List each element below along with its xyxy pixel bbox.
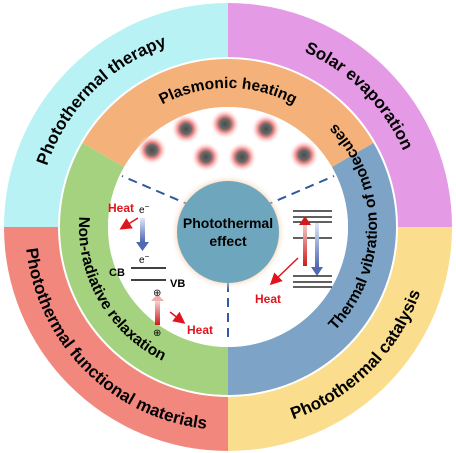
middle-segment-non-radiative-relaxation (59, 143, 228, 395)
outer-segment-photothermal-therapy (4, 3, 228, 227)
heat-arrow-bottom (169, 311, 186, 324)
hole-bottom: ⊕ (153, 328, 161, 339)
outer-segment-solar-evaporation (228, 3, 452, 227)
outer-ring (4, 3, 452, 451)
center-circle (177, 181, 279, 283)
relaxation-arrow (315, 223, 319, 267)
cb-label: CB (109, 267, 125, 279)
vibration-arrows: Heat (255, 216, 323, 306)
outer-segment-photothermal-catalysis (228, 227, 452, 451)
middle-ring (59, 59, 396, 395)
electron-cb: e− (139, 252, 150, 266)
nanoparticle (137, 135, 167, 165)
excitation-arrow (303, 222, 307, 266)
center-label-line1: Photothermal (183, 215, 273, 231)
electron-down-arrow (140, 218, 145, 242)
thermal-vibration-mechanism (293, 210, 332, 288)
middle-segment-plasmonic-heating (82, 59, 374, 167)
vb-label: VB (170, 278, 185, 290)
outer-segment-photothermal-functional-materials (4, 227, 228, 451)
hole-top: ⊕ (153, 288, 161, 299)
electron-top: e− (139, 202, 150, 216)
nanoparticle (251, 114, 281, 144)
divider-right (263, 175, 335, 207)
nanoparticle (227, 142, 257, 172)
electron-down-arrowhead (136, 242, 149, 251)
heat-arrow-top (119, 217, 139, 230)
hole-up-arrow (155, 301, 160, 325)
nanoparticle (191, 142, 221, 172)
divider-left (121, 175, 193, 207)
nanoparticles (137, 109, 319, 172)
center-label-line2: effect (209, 233, 247, 249)
heat-label-right: Heat (255, 292, 281, 306)
nanoparticle (171, 114, 201, 144)
nanoparticle (289, 140, 319, 170)
heat-label-bottom: Heat (187, 323, 213, 337)
middle-segment-thermal-vibration (228, 143, 396, 395)
nanoparticle (210, 109, 240, 139)
hole-up-arrowhead (151, 294, 164, 301)
heat-arrow-right (269, 257, 299, 286)
relaxation-arrowhead (311, 267, 323, 276)
excitation-arrowhead (299, 216, 311, 225)
heat-label-top: Heat (108, 201, 134, 215)
non-radiative-mechanism: Heat e− e− CB VB ⊕ ⊕ Heat (108, 201, 213, 339)
dashed-dividers (121, 175, 335, 342)
